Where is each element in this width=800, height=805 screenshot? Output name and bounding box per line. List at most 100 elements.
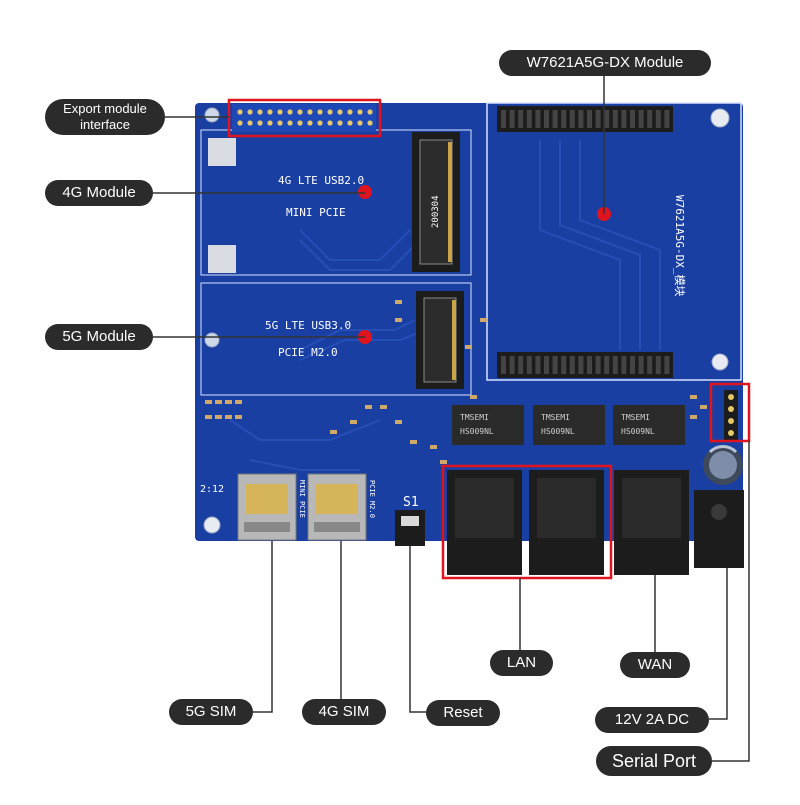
mount-hole <box>711 353 729 371</box>
label-5g-module: 5G Module <box>45 324 153 350</box>
header-slot <box>561 110 567 128</box>
label-wan: WAN <box>620 652 690 678</box>
header-slot <box>518 356 524 374</box>
header-slot <box>587 110 592 128</box>
smd-component <box>700 405 707 409</box>
header-pin <box>367 109 373 115</box>
header-slot <box>647 356 653 374</box>
header-slot <box>638 110 644 128</box>
header-pin <box>297 109 303 115</box>
smd-component <box>465 345 472 349</box>
leader-lines <box>153 76 750 762</box>
header-slot <box>501 110 506 128</box>
header-pin <box>337 120 343 126</box>
header-pin <box>237 120 243 126</box>
m2-socket <box>416 291 464 389</box>
highlight-export <box>227 98 382 138</box>
header-pin <box>307 109 313 115</box>
transformer-brand: TMSEMI <box>460 413 489 422</box>
header-pin <box>327 120 333 126</box>
lan-jack-2 <box>529 470 604 575</box>
header-pin <box>367 120 373 126</box>
smd-component <box>205 400 212 404</box>
header-slot <box>526 110 532 128</box>
header-slot <box>612 356 618 374</box>
header-slot <box>655 356 661 374</box>
header-slot <box>535 110 541 128</box>
export-header <box>232 104 376 132</box>
silk-date: 2:12 <box>200 484 224 495</box>
header-slot <box>552 356 558 374</box>
silk-s1: S1 <box>403 495 419 510</box>
transformer-part: HS009NL <box>621 427 655 436</box>
header-pin <box>317 120 323 126</box>
mount-hole <box>710 108 730 128</box>
header-slot <box>578 356 584 374</box>
smd-component <box>470 395 477 399</box>
header-pin <box>357 109 363 115</box>
header-slot <box>501 356 506 374</box>
header-slot <box>621 110 627 128</box>
header-pin <box>267 109 273 115</box>
header-pin <box>317 109 323 115</box>
label-4g-module: 4G Module <box>45 180 153 206</box>
header-slot <box>664 356 670 374</box>
header-slot <box>630 356 635 374</box>
header-slot <box>604 110 610 128</box>
header-pin <box>257 109 263 115</box>
silk-slot2-line1: 5G LTE USB3.0 <box>265 319 351 332</box>
label-serial-port: Serial Port <box>596 746 712 776</box>
label-4g-sim: 4G SIM <box>302 699 386 725</box>
header-slot <box>569 356 575 374</box>
smd-component <box>215 415 222 419</box>
header-pin <box>297 120 303 126</box>
transformer-part: HS009NL <box>460 427 494 436</box>
highlight-boxes <box>227 98 751 580</box>
header-pin <box>267 120 273 126</box>
smd-component <box>430 445 437 449</box>
pcb-traces <box>229 140 661 471</box>
square-pad <box>208 138 236 166</box>
transformer-brand: TMSEMI <box>541 413 570 422</box>
highlight-lan <box>441 464 613 580</box>
header-pin <box>307 120 313 126</box>
silk-sim2: PCIE M2.0 <box>368 480 376 518</box>
mount-hole <box>203 516 221 534</box>
header-pin <box>287 120 293 126</box>
label-5g-sim: 5G SIM <box>169 699 253 725</box>
silk-slot1-line1: 4G LTE USB2.0 <box>278 174 364 187</box>
capacitor <box>703 445 743 485</box>
smd-component <box>395 318 402 322</box>
header-pin <box>347 109 353 115</box>
header-slot <box>535 356 541 374</box>
silk-slot2-line2: PCIE M2.0 <box>278 346 338 359</box>
mount-hole <box>204 107 220 123</box>
smd-component <box>225 415 232 419</box>
sim-slot-5g <box>237 473 297 541</box>
label-power: 12V 2A DC <box>595 707 709 733</box>
highlight-serial <box>709 382 751 443</box>
magnetics-transformer <box>533 405 605 445</box>
header-slot <box>647 110 653 128</box>
header-slot <box>569 110 575 128</box>
label-export-line2: interface <box>80 117 130 132</box>
header-slot <box>544 110 549 128</box>
module-header-top <box>497 106 673 132</box>
header-pin <box>287 109 293 115</box>
smd-component <box>235 400 242 404</box>
header-slot <box>621 356 627 374</box>
smd-component <box>480 318 487 322</box>
wan-jack <box>614 470 689 575</box>
lan-jack-1 <box>447 470 522 575</box>
header-slot <box>518 110 524 128</box>
header-pin <box>327 109 333 115</box>
header-pin <box>237 109 243 115</box>
header-pin <box>247 109 253 115</box>
serial-header <box>724 390 738 440</box>
header-pin <box>347 120 353 126</box>
label-w7621-module: W7621A5G-DX Module <box>499 50 711 76</box>
smd-component <box>380 405 387 409</box>
header-slot <box>561 356 567 374</box>
marker-4g <box>358 185 372 199</box>
header-pin <box>337 109 343 115</box>
